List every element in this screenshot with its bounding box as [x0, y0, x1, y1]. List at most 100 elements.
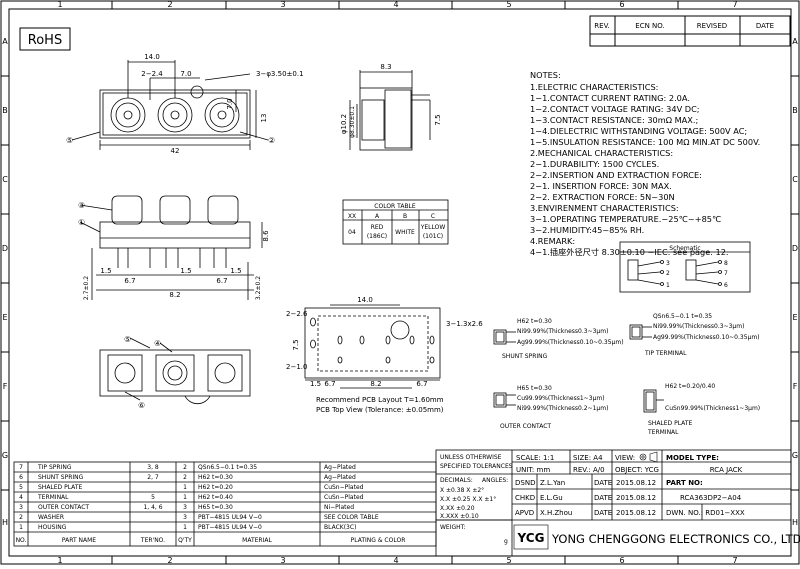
- note-line: 3−1.OPERATING TEMPERATURE.−25℃~+85℃: [530, 214, 721, 224]
- schematic: [619, 241, 751, 293]
- bom-ter: 3, 8: [147, 464, 159, 471]
- dim-67a: 6.7: [124, 277, 135, 285]
- tb-angles: ANGLES:: [482, 477, 508, 484]
- bom-plating: SEE COLOR TABLE: [324, 514, 379, 521]
- color-table: [342, 199, 449, 245]
- row-label: A: [2, 37, 8, 46]
- schematic-pin: 8: [724, 260, 728, 267]
- pcb-dim-67b: 6.7: [416, 380, 427, 388]
- bom-qty: 1: [183, 484, 187, 491]
- color-col-c: C: [431, 213, 435, 220]
- bom-header-plating: PLATING & COLOR: [351, 537, 406, 544]
- pcb-dim-top: 14.0: [357, 296, 373, 304]
- tip-l1: Ni99.99%(Thickness0.3~3μm): [653, 323, 744, 330]
- pcb-caption-2: PCB Top View (Tolerance: ±0.05mm): [316, 406, 444, 414]
- tb-date-label: DATE: [594, 509, 612, 517]
- tb-chkd: CHKD: [515, 494, 535, 502]
- shunt-l2: Ag99.99%(Thickness0.10~0.35μm): [517, 339, 624, 346]
- bottom-view: [99, 337, 251, 405]
- callout-3: ③: [78, 201, 85, 210]
- bom-header-qty: Q'TY: [178, 537, 192, 544]
- pcb-dim-82: 8.2: [370, 380, 381, 388]
- pcb-dim-75: 7.5: [292, 339, 300, 350]
- dim-front-width: 42: [171, 147, 180, 155]
- tb-object: OBJECT: YCG: [615, 466, 659, 474]
- note-line: 2−2.INSERTION AND EXTRACTION FORCE:: [530, 170, 702, 180]
- bom-part: SHALED PLATE: [38, 484, 82, 491]
- rohs-box: [19, 27, 71, 51]
- callout-2: ②: [268, 136, 275, 145]
- schematic-pin: 1: [666, 282, 670, 289]
- outer-l1: Cu99.99%(Thickness1~3μm): [517, 395, 605, 402]
- row-label: C: [2, 175, 8, 184]
- row-label: C: [792, 175, 798, 184]
- col-label: 2: [167, 0, 172, 9]
- bom-qty: 3: [183, 504, 187, 511]
- bom-material: QSn6.5−0.1 t=0.35: [198, 464, 257, 471]
- color-col-a: A: [375, 213, 380, 220]
- tb-tol-xxx: X.XX ±0.20: [440, 505, 475, 512]
- pcb-layout: [304, 304, 441, 389]
- tb-part-no-label: PART NO:: [666, 479, 703, 487]
- tb-tol-xx: X.X ±0.25 X.X ±1°: [440, 496, 496, 503]
- bom-material: H62 t=0.20: [198, 484, 233, 491]
- color-col-xx: XX: [348, 213, 356, 220]
- dim-front-top: 14.0: [144, 53, 160, 61]
- tb-scale: SCALE: 1:1: [516, 454, 554, 462]
- row-label: E: [792, 313, 797, 322]
- col-label: 3: [280, 556, 285, 565]
- col-label: 2: [167, 556, 172, 565]
- pcb-dim-15: 1.5: [310, 380, 321, 388]
- col-label: 6: [619, 0, 624, 9]
- tb-apvd: APVD: [515, 509, 534, 517]
- dim-15a: 1.5: [100, 267, 111, 275]
- callout-1: ①: [78, 218, 85, 227]
- row-label: G: [2, 451, 8, 460]
- row-label: B: [792, 106, 798, 115]
- bom-part: TERMINAL: [37, 494, 69, 501]
- note-line: 1−4.DIELECTRIC WITHSTANDING VOLTAGE: 500…: [530, 126, 747, 136]
- note-line: 1−1.CONTACT CURRENT RATING: 2.0A.: [530, 93, 690, 103]
- note-line: 3.ENVIRENMENT CHARACTERISTICS:: [530, 203, 679, 213]
- pcb-dim-2-10: 2−1.0: [286, 363, 307, 371]
- bom-part: SHUNT SPRING: [38, 474, 84, 481]
- note-line: 4.REMARK:: [530, 236, 575, 246]
- tb-date-value: 2015.08.12: [616, 479, 656, 487]
- col-label: 1: [57, 0, 62, 9]
- note-line: 1−3.CONTACT RESISTANCE: 30mΩ MAX.;: [530, 115, 698, 125]
- schematic-pin: 6: [724, 282, 728, 289]
- tb-decimals: DECIMALS:: [440, 477, 473, 484]
- tb-rev: REV.: A/0: [573, 466, 605, 474]
- terminal-callouts: [493, 324, 664, 413]
- row-label: A: [792, 37, 798, 46]
- color-c-line2: (101C): [423, 233, 443, 240]
- dim-15c: 1.5: [230, 267, 241, 275]
- tb-tol-xxxx: X.XXX ±0.10: [440, 513, 479, 520]
- col-label: 6: [619, 556, 624, 565]
- bom-no: 4: [19, 494, 23, 501]
- row-label: D: [2, 244, 8, 253]
- note-line: 2.MECHANICAL CHARACTERISTICS:: [530, 148, 673, 158]
- tb-chkd-name: E.L.Gu: [540, 494, 563, 502]
- outer-h: H65 t=0.30: [517, 385, 552, 392]
- tb-unit: UNIT: mm: [516, 466, 550, 474]
- revised-header: REVISED: [697, 22, 727, 30]
- color-col-b: B: [403, 213, 407, 220]
- bom-table: [13, 461, 437, 547]
- bom-qty: 2: [183, 474, 187, 481]
- dim-32: 3.2±0.2: [255, 276, 262, 300]
- tb-model-value: RCA JACK: [710, 466, 743, 474]
- bom-header-no: NO.: [16, 537, 27, 544]
- front-view: [71, 60, 269, 150]
- bom-header-material: MATERIAL: [242, 537, 272, 544]
- bom-material: PBT−4815 UL94 V−0: [198, 514, 262, 521]
- ecn-header: ECN NO.: [635, 22, 664, 30]
- row-label: E: [2, 313, 7, 322]
- note-line: 1−5.INSULATION RESISTANCE: 100 MΩ MIN.AT…: [530, 137, 760, 147]
- bom-plating: CuSn−Plated: [324, 484, 364, 491]
- pcb-dim-67a: 6.7: [324, 380, 335, 388]
- note-line: 2−1. INSERTION FORCE: 30N MAX.: [530, 181, 672, 191]
- tb-view: VIEW:: [615, 454, 635, 462]
- bom-no: 3: [19, 504, 23, 511]
